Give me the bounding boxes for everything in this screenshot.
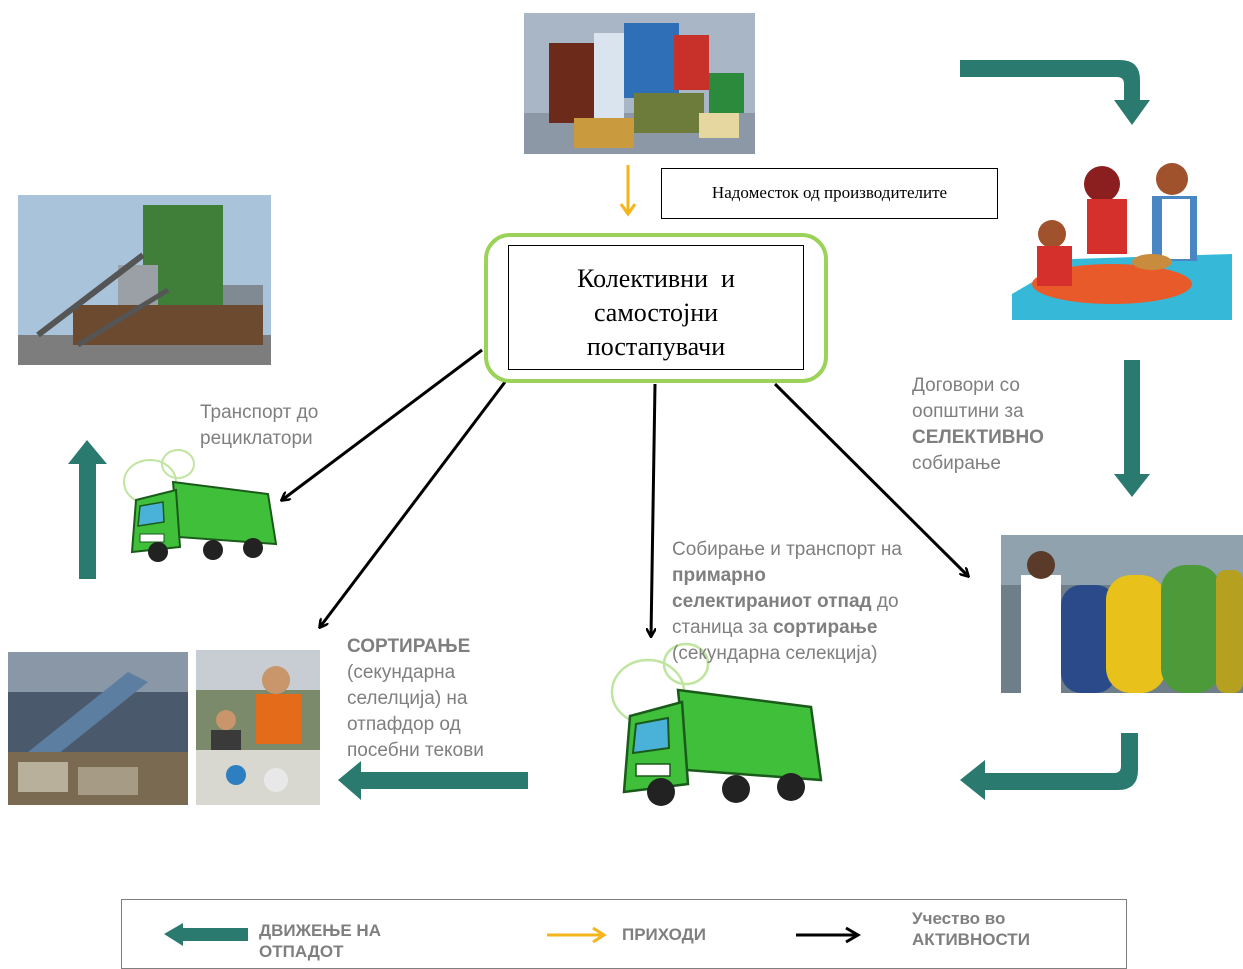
garbage-truck-icon (118, 442, 280, 566)
sorting-line-5: посебни текови (347, 740, 484, 761)
legend-waste-flow-arrow (164, 923, 248, 946)
sorting-label: СОРТИРАЊЕ (секундарна селелција) на отпа… (347, 634, 484, 764)
producer-fee-box: Надоместок од производителите (661, 168, 998, 219)
flow-arrow-top-right (960, 60, 1150, 125)
central-line-2: самостојни (593, 298, 719, 327)
recycling-bins-photo (1001, 535, 1243, 693)
collection-line-1: Собирање и транспорт на (672, 539, 902, 560)
recycling-facility-photo (18, 195, 271, 365)
contracts-line-1: Договори со (912, 375, 1020, 396)
activity-arrows (282, 348, 968, 636)
sorting-line-2: (секундарна (347, 662, 456, 683)
transport-recyclers-line-1: Транспорт до (200, 402, 319, 423)
legend-activity-label: Учество во АКТИВНОСТИ (912, 908, 1030, 950)
collection-line-5: (секундарна селекција) (672, 643, 878, 664)
legend-income-arrow (547, 926, 607, 944)
collection-line-3-bold: селектираниот отпад (672, 591, 872, 612)
packaging-photo (524, 13, 755, 154)
flow-arrow-left-up (68, 440, 107, 579)
collection-line-3-rest: до (871, 591, 899, 612)
sorting-line-4: отпафдор од (347, 714, 461, 735)
collection-line-4-prefix: станица за (672, 617, 773, 638)
sorting-plant-photo (8, 652, 188, 805)
contracts-line-2: оопштини за (912, 401, 1024, 422)
legend-income-label: ПРИХОДИ (622, 925, 707, 944)
legend: ДВИЖЕЊЕ НА ОТПАДОТ ПРИХОДИ Учество во АК… (121, 899, 1127, 969)
legend-activity-line-1: Учество во (912, 909, 1006, 928)
sorting-line-1: СОРТИРАЊЕ (347, 636, 471, 657)
legend-waste-flow-label: ДВИЖЕЊЕ НА ОТПАДОТ (259, 921, 381, 961)
flow-arrow-bottom-right (960, 733, 1138, 800)
family-meal-illustration (1012, 154, 1232, 320)
contracts-line-3: СЕЛЕКТИВНО (912, 427, 1044, 448)
collection-line-4-bold: сортирање (772, 617, 878, 638)
central-line-3: постапувачи (586, 332, 726, 361)
sorting-line-3: селелција) на (347, 688, 468, 709)
central-operators-label: Колективни и самостојни постапувачи (508, 245, 804, 370)
central-operators-box: Колективни и самостојни постапувачи (484, 233, 828, 383)
flow-arrow-bottom-left (338, 761, 528, 800)
income-arrow (619, 165, 637, 217)
contracts-label: Договори со оопштини за СЕЛЕКТИВНО собир… (912, 373, 1044, 477)
collection-line-2: примарно (672, 565, 766, 586)
garbage-truck-icon (606, 632, 828, 814)
contracts-line-4: собирање (912, 453, 1001, 474)
transport-recyclers-label: Транспорт до рециклатори (200, 400, 318, 452)
flow-arrow-right-down (1114, 360, 1150, 497)
sorting-workers-photo (196, 650, 320, 805)
legend-activity-arrow (796, 926, 861, 944)
central-line-1: Колективни и (577, 264, 735, 293)
legend-activity-line-2: АКТИВНОСТИ (912, 930, 1030, 949)
collection-label: Собирање и транспорт на примарно селекти… (672, 537, 962, 667)
transport-recyclers-line-2: рециклатори (200, 428, 313, 449)
